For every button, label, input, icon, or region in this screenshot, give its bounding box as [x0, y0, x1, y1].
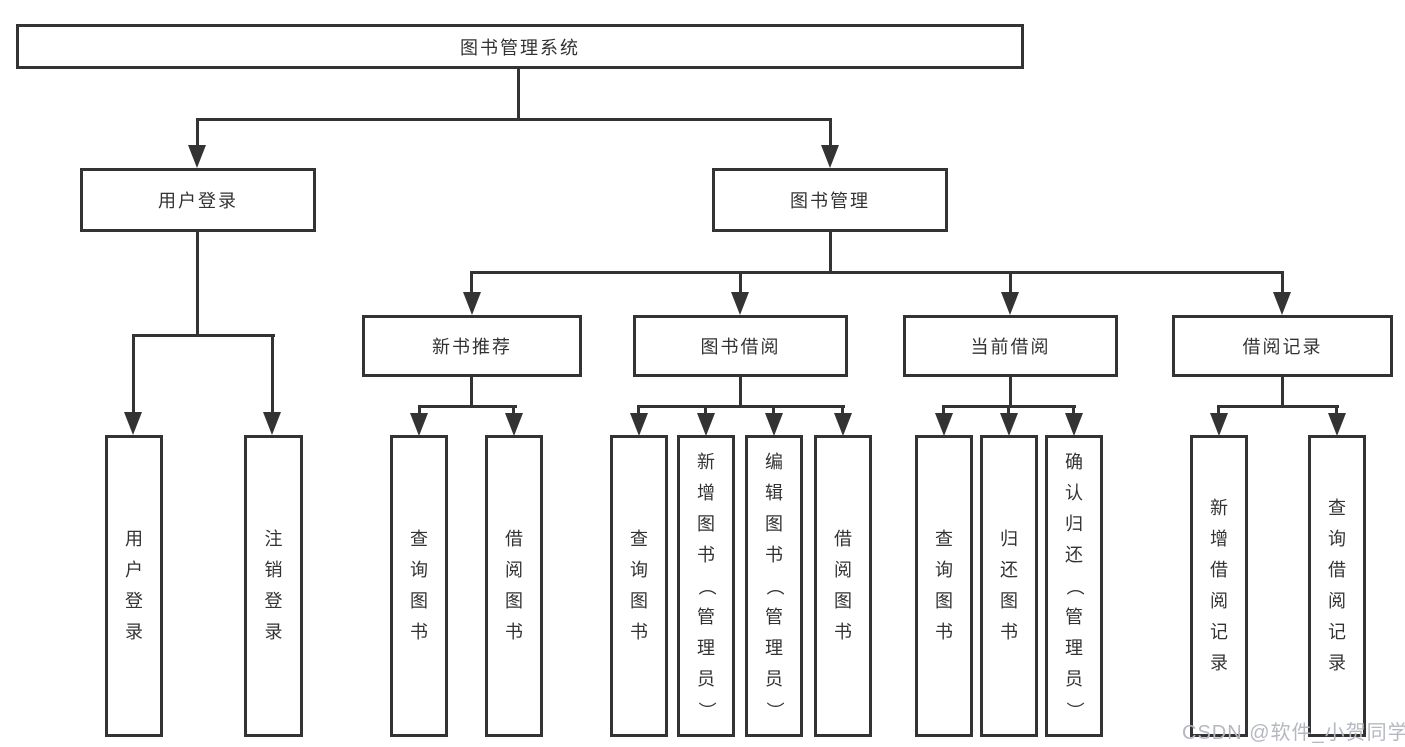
leaf-query-books-borrowing-label: 查询图书 — [630, 529, 648, 642]
connector-new-book-stem — [470, 377, 473, 408]
node-new-book-recommend: 新书推荐 — [362, 315, 582, 377]
node-new-book-recommend-label: 新书推荐 — [432, 337, 512, 357]
node-book-borrowing: 图书借阅 — [633, 315, 848, 377]
arrowhead-cb-confirm — [1065, 413, 1083, 436]
connector-book-mgmt-split — [470, 271, 1283, 274]
arrowhead-bb-edit — [765, 413, 783, 436]
leaf-add-books-admin-label: 新增图书（管理员） — [696, 451, 717, 720]
connector-root-split — [196, 118, 832, 121]
node-current-borrowing-label: 当前借阅 — [970, 337, 1051, 357]
connector-new-book-split — [418, 405, 517, 408]
arrowhead-borrow-records — [1273, 292, 1291, 315]
connector-drop-cb-confirm — [1072, 405, 1075, 414]
arrowhead-cb-query — [935, 413, 953, 436]
leaf-return-books-label: 归还图书 — [1000, 529, 1018, 642]
connector-drop-rec-query — [1335, 405, 1338, 414]
connector-drop-rec-add — [1217, 405, 1220, 414]
connector-user-login-split — [132, 334, 275, 337]
arrowhead-current-borrow — [1001, 292, 1019, 315]
node-user-login-label: 用户登录 — [158, 191, 238, 211]
connector-drop-bb-edit — [772, 405, 775, 414]
connector-drop-book-mgmt — [829, 118, 832, 147]
leaf-edit-books-admin-label: 编辑图书（管理员） — [764, 451, 785, 720]
connector-drop-leaf-logout — [271, 334, 274, 413]
connector-drop-leaf-user-login — [132, 334, 135, 413]
node-root: 图书管理系统 — [16, 24, 1024, 69]
connector-book-mgmt-stem — [829, 230, 832, 274]
leaf-add-borrow-record: 新增借阅记录 — [1190, 435, 1248, 737]
leaf-borrow-books-borrowing: 借阅图书 — [814, 435, 872, 737]
leaf-query-books-current-label: 查询图书 — [935, 529, 953, 642]
leaf-borrow-books-recommend: 借阅图书 — [485, 435, 543, 737]
arrowhead-nb-borrow — [505, 413, 523, 436]
leaf-query-borrow-record-label: 查询借阅记录 — [1328, 498, 1346, 673]
leaf-edit-books-admin: 编辑图书（管理员） — [745, 435, 803, 737]
node-current-borrowing: 当前借阅 — [903, 315, 1118, 377]
node-book-management: 图书管理 — [712, 168, 948, 232]
connector-drop-user-login — [196, 118, 199, 147]
connector-drop-borrow-records — [1281, 271, 1284, 293]
connector-drop-book-borrow — [739, 271, 742, 293]
connector-book-borrow-stem — [739, 377, 742, 408]
leaf-query-books-current: 查询图书 — [915, 435, 973, 737]
connector-book-borrow-split — [637, 405, 845, 408]
node-borrowing-records-label: 借阅记录 — [1242, 337, 1323, 357]
connector-records-split — [1217, 405, 1339, 408]
connector-drop-bb-borrow — [841, 405, 844, 414]
leaf-borrow-books-borrowing-label: 借阅图书 — [834, 529, 852, 642]
connector-drop-cb-return — [1007, 405, 1010, 414]
arrowhead-nb-query — [410, 413, 428, 436]
connector-current-stem — [1009, 377, 1012, 408]
leaf-confirm-return-admin: 确认归还（管理员） — [1045, 435, 1103, 737]
connector-drop-current-borrow — [1009, 271, 1012, 293]
arrowhead-bb-query — [630, 413, 648, 436]
node-borrowing-records: 借阅记录 — [1172, 315, 1393, 377]
arrowhead-user-login — [188, 145, 206, 168]
leaf-add-books-admin: 新增图书（管理员） — [677, 435, 735, 737]
arrowhead-book-borrow — [731, 292, 749, 315]
leaf-query-borrow-record: 查询借阅记录 — [1308, 435, 1366, 737]
node-book-borrowing-label: 图书借阅 — [700, 337, 781, 357]
connector-drop-cb-query — [942, 405, 945, 414]
arrowhead-new-book — [463, 292, 481, 315]
connector-drop-bb-query — [637, 405, 640, 414]
connector-user-login-stem — [196, 230, 199, 337]
arrowhead-book-mgmt — [821, 145, 839, 168]
csdn-watermark: CSDN @软件_小贺同学 — [1182, 722, 1405, 744]
leaf-borrow-books-recommend-label: 借阅图书 — [505, 529, 523, 642]
arrowhead-rec-query — [1328, 413, 1346, 436]
node-book-management-label: 图书管理 — [790, 191, 870, 211]
connector-drop-new-book — [470, 271, 473, 293]
connector-records-stem — [1281, 377, 1284, 408]
connector-root-stem — [517, 68, 520, 120]
arrowhead-cb-return — [1000, 413, 1018, 436]
arrowhead-leaf-user-login — [124, 412, 142, 435]
leaf-return-books: 归还图书 — [980, 435, 1038, 737]
leaf-user-login: 用户登录 — [105, 435, 163, 737]
leaf-logout: 注销登录 — [244, 435, 303, 737]
leaf-add-borrow-record-label: 新增借阅记录 — [1210, 498, 1228, 673]
leaf-query-books-recommend-label: 查询图书 — [410, 529, 428, 642]
arrowhead-rec-add — [1210, 413, 1228, 436]
leaf-user-login-label: 用户登录 — [125, 529, 143, 642]
leaf-query-books-borrowing: 查询图书 — [610, 435, 668, 737]
node-user-login: 用户登录 — [80, 168, 316, 232]
leaf-query-books-recommend: 查询图书 — [390, 435, 448, 737]
arrowhead-leaf-logout — [263, 412, 281, 435]
connector-drop-nb-borrow — [512, 405, 515, 414]
arrowhead-bb-borrow — [834, 413, 852, 436]
leaf-confirm-return-admin-label: 确认归还（管理员） — [1064, 451, 1085, 720]
leaf-logout-label: 注销登录 — [264, 529, 283, 642]
node-root-label: 图书管理系统 — [460, 37, 580, 58]
connector-drop-bb-add — [704, 405, 707, 414]
arrowhead-bb-add — [697, 413, 715, 436]
connector-drop-nb-query — [418, 405, 421, 414]
